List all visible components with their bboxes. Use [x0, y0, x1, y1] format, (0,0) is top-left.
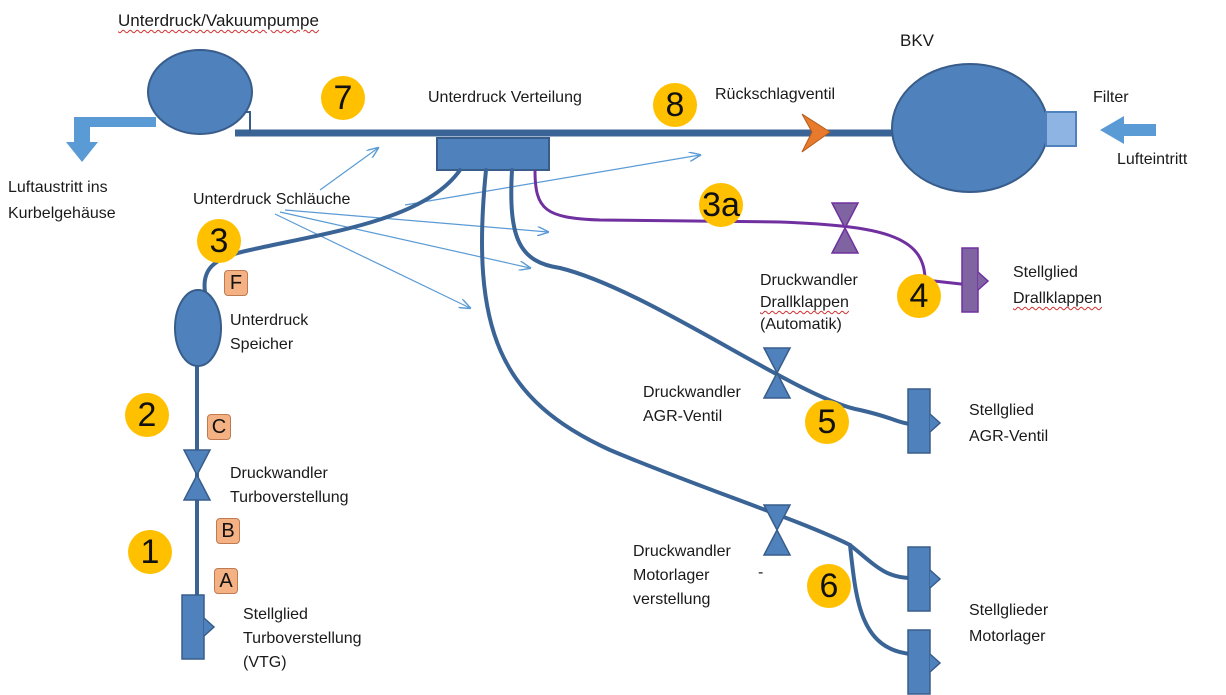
- hose-motor-mount-1: [479, 168, 914, 580]
- swirl-transducer-valve: [830, 202, 860, 254]
- number-badge-5: 5: [805, 400, 849, 444]
- bkv-label: BKV: [900, 31, 935, 50]
- swirl-actuator: [961, 247, 990, 313]
- number-badge-7: 7: [321, 76, 365, 120]
- number-badge-1: 1: [128, 530, 172, 574]
- motor-mount-transducer-dash: -: [758, 564, 764, 581]
- motor-mount-actuator-1: [907, 546, 942, 612]
- letter-tag-a: A: [214, 568, 238, 594]
- motor-mount-transducer-valve: [762, 504, 792, 556]
- vacuum-pump: [147, 49, 253, 135]
- letter-tag-c: C: [207, 414, 231, 440]
- egr-transducer-valve: [762, 347, 792, 399]
- air-inlet-arrow: [1100, 116, 1156, 144]
- hose-motor-mount-2: [848, 543, 914, 656]
- turbo-actuator: [181, 594, 216, 660]
- vacuum-distribution-label: Unterdruck Verteilung: [428, 89, 582, 106]
- turbo-transducer-valve: [182, 449, 212, 501]
- swirl-actuator-label: Stellglied Drallklappen: [1013, 264, 1102, 307]
- vacuum-hoses: [195, 168, 914, 656]
- swirl-transducer-label: Druckwandler Drallklappen (Automatik): [760, 272, 858, 333]
- motor-mount-actuator-2: [907, 629, 942, 695]
- air-outlet-label: Luftaustritt ins Kurbelgehäuse: [8, 179, 116, 222]
- vacuum-pump-label: Unterdruck/Vakuumpumpe: [118, 11, 319, 30]
- hose-annotation-arrows: [274, 148, 700, 308]
- motor-mount-actuator-label: Stellglieder Motorlager: [969, 602, 1049, 645]
- swirl-flap-line: [533, 169, 971, 287]
- vacuum-distribution-block: [436, 137, 550, 171]
- egr-transducer-label: Druckwandler AGR-Ventil: [643, 384, 741, 425]
- annotation-arrow: [279, 211, 530, 268]
- number-badge-3: 3: [197, 219, 241, 263]
- turbo-transducer-label: Druckwandler Turboverstellung: [230, 465, 349, 506]
- letter-tag-b: B: [216, 518, 240, 544]
- number-badge-2: 2: [125, 393, 169, 437]
- egr-actuator-label: Stellglied AGR-Ventil: [969, 402, 1049, 445]
- egr-actuator: [907, 388, 942, 454]
- motor-mount-transducer-label: Druckwandler Motorlager verstellung: [633, 543, 731, 608]
- annotation-arrow: [284, 209, 548, 232]
- number-badge-3a: 3a: [699, 183, 743, 227]
- hose-to-reservoir: [202, 168, 462, 294]
- filter-label: Filter: [1093, 89, 1129, 106]
- annotation-arrow: [319, 148, 378, 191]
- vacuum-hoses-label: Unterdruck Schläuche: [193, 191, 351, 208]
- air-outlet-arrow: [66, 117, 156, 162]
- check-valve-label: Rückschlagventil: [715, 86, 836, 103]
- turbo-actuator-label: Stellglied Turboverstellung (VTG): [243, 606, 362, 671]
- number-badge-6: 6: [807, 564, 851, 608]
- number-badge-4: 4: [897, 274, 941, 318]
- letter-tag-f: F: [224, 270, 248, 296]
- hose-egr: [509, 168, 912, 426]
- number-badge-8: 8: [653, 83, 697, 127]
- filter: [1045, 111, 1077, 147]
- check-valve: [801, 113, 831, 153]
- bkv-brake-booster: [891, 63, 1049, 193]
- annotation-arrow: [404, 155, 700, 206]
- annotation-arrow: [274, 213, 470, 308]
- vacuum-reservoir: [174, 289, 222, 367]
- air-inlet-label: Lufteintritt: [1117, 151, 1188, 168]
- vacuum-reservoir-label: Unterdruck Speicher: [230, 312, 309, 353]
